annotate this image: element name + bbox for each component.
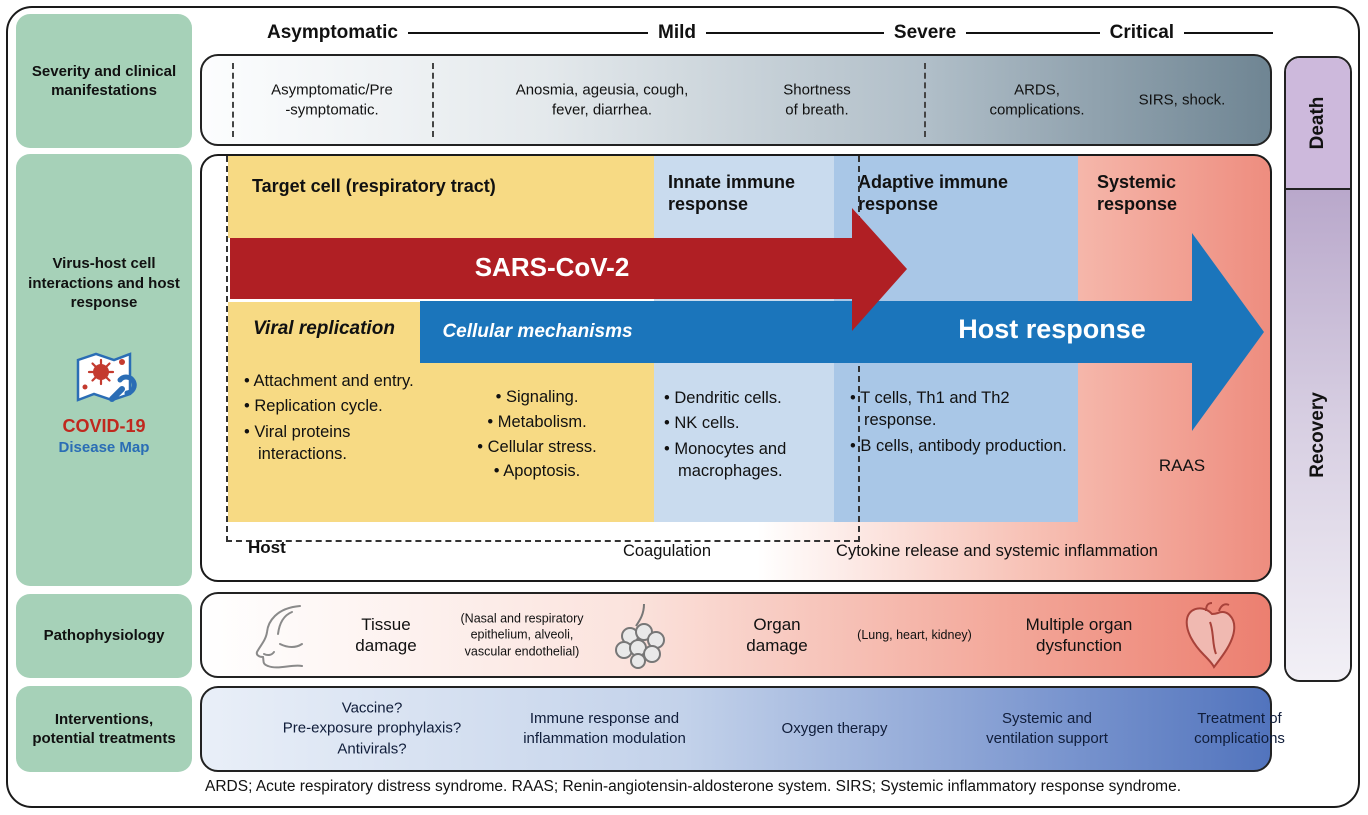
systemic-response-heading: Systemic response [1097,172,1178,214]
logo-title: COVID-19 [62,415,146,436]
viral-replication-list: Attachment and entry. Replication cycle.… [244,370,414,465]
raas-label: RAAS [1158,456,1206,475]
target-cell-block: Target cell (respiratory tract) [228,156,654,238]
host-label: Host [248,538,286,557]
list-item: Cellular stress. [420,435,654,460]
cellular-mechanisms-block: Signaling. Metabolism. Cellular stress. … [420,363,654,522]
target-cell-heading: Target cell (respiratory tract) [252,176,496,196]
dashed-separator [232,63,234,137]
viral-replication-heading: Viral replication [253,318,395,339]
figure-border [6,6,1360,808]
list-item: T cells, Th1 and Th2 response. [850,387,1072,432]
virus-host-panel: Target cell (respiratory tract) Innate i… [200,154,1272,582]
virus-dot [82,384,88,389]
intervention-oxygen-therapy: Oxygen therapy [781,719,888,737]
list-item: Monocytes and macrophages. [664,438,832,483]
death-box: Death [1286,58,1350,190]
sars-cov-2-label: SARS-CoV-2 [474,252,630,282]
pathophysiology-bar: Tissue damage (Nasal and respiratory epi… [200,592,1272,678]
recovery-box: Recovery [1286,190,1350,680]
intervention-treatment-complications: Treatment of complications [1194,709,1285,747]
tissue-damage-label: Tissue damage [355,614,417,655]
sidebar-virus-host-box: Virus-host cell interactions and host re… [16,154,192,586]
wrench-icon [109,374,137,402]
sidebar-pathophysiology-label: Pathophysiology [43,627,165,645]
alveoli-icon [615,603,665,669]
stage-divider-line [407,32,649,34]
manifestation-ards: ARDS, complications. [989,81,1085,119]
dashed-separator [432,63,434,137]
virus-dot [119,358,125,365]
sidebar-interventions-label: Interventions, potential treatments [32,710,176,748]
adaptive-immune-heading: Adaptive immune response [858,172,1009,214]
intervention-immune-modulation: Immune response and inflammation modulat… [523,709,686,747]
stage-divider-line [706,32,884,34]
virus-icon [87,358,115,385]
cellular-mechanisms-heading: Cellular mechanisms [442,321,633,342]
abbreviations-caption: ARDS; Acute respiratory distress syndrom… [205,778,1182,795]
stage-mild: Mild [658,22,697,43]
manifestation-sirs: SIRS, shock. [1138,91,1226,109]
covid19-disease-map-logo-icon [76,351,137,402]
sidebar-pathophysiology-box: Pathophysiology [16,594,192,678]
outcome-column: Death Recovery [1284,56,1352,682]
list-item: Signaling. [420,385,654,410]
manifestation-asymptomatic: Asymptomatic/Pre -symptomatic. [271,81,393,119]
systemic-response-heading-wrap: Systemic response [1097,172,1262,215]
intervention-vaccine: Vaccine? Pre-exposure prophylaxis? Antiv… [282,699,462,758]
recovery-label: Recovery [1307,392,1328,478]
nose-profile-icon [255,605,303,669]
tissue-damage-detail: (Nasal and respiratory epithelium, alveo… [460,611,584,659]
list-item: Viral proteins interactions. [244,421,414,466]
host-response-label: Host response [958,314,1146,344]
list-item: Attachment and entry. [244,370,414,392]
coagulation-label: Coagulation [622,542,712,560]
sidebar-virus-host-label: Virus-host cell interactions and host re… [28,255,180,311]
adaptive-cells-list: T cells, Th1 and Th2 response. B cells, … [850,384,1072,460]
intervention-ventilation-support: Systemic and ventilation support [986,709,1108,747]
heart-icon [1185,602,1236,669]
stage-divider-line [1184,32,1274,34]
organ-damage-label: Organ damage [746,614,808,655]
multi-organ-label: Multiple organ dysfunction [1025,614,1133,655]
list-item: Replication cycle. [244,395,414,417]
interventions-bar: Vaccine? Pre-exposure prophylaxis? Antiv… [200,686,1285,772]
stage-severe: Severe [893,22,957,43]
sidebar-interventions-box: Interventions, potential treatments [16,686,192,772]
cellular-mechanisms-list: Signaling. Metabolism. Cellular stress. … [420,385,654,484]
severity-manifestations-bar: Asymptomatic/Pre -symptomatic. Anosmia, … [200,54,1272,146]
manifestation-mild: Anosmia, ageusia, cough, fever, diarrhea… [515,81,689,119]
cytokine-label: Cytokine release and systemic inflammati… [836,542,1158,560]
stage-critical: Critical [1109,22,1175,43]
list-item: Metabolism. [420,410,654,435]
list-item: Apoptosis. [420,459,654,484]
sidebar-severity-box: Severity and clinical manifestations [16,14,192,148]
innate-immune-heading: Innate immune response [668,172,796,214]
stage-asymptomatic: Asymptomatic [267,22,398,43]
manifestation-shortness: Shortness of breath. [783,81,851,119]
sidebar-severity-label: Severity and clinical manifestations [31,62,177,100]
organ-damage-detail: (Lung, heart, kidney) [857,627,972,642]
dashed-separator [924,63,926,137]
list-item: NK cells. [664,412,832,434]
stage-divider-line [966,32,1100,34]
logo-subtitle: Disease Map [58,438,150,456]
innate-cells-list: Dendritic cells. NK cells. Monocytes and… [664,384,832,485]
death-label: Death [1307,96,1328,150]
severity-stage-axis: Asymptomatic Mild Severe Critical [245,18,1274,48]
list-item: B cells, antibody production. [850,435,1072,457]
viral-replication-block: Viral replication Attachment and entry. … [228,302,420,522]
list-item: Dendritic cells. [664,387,832,409]
